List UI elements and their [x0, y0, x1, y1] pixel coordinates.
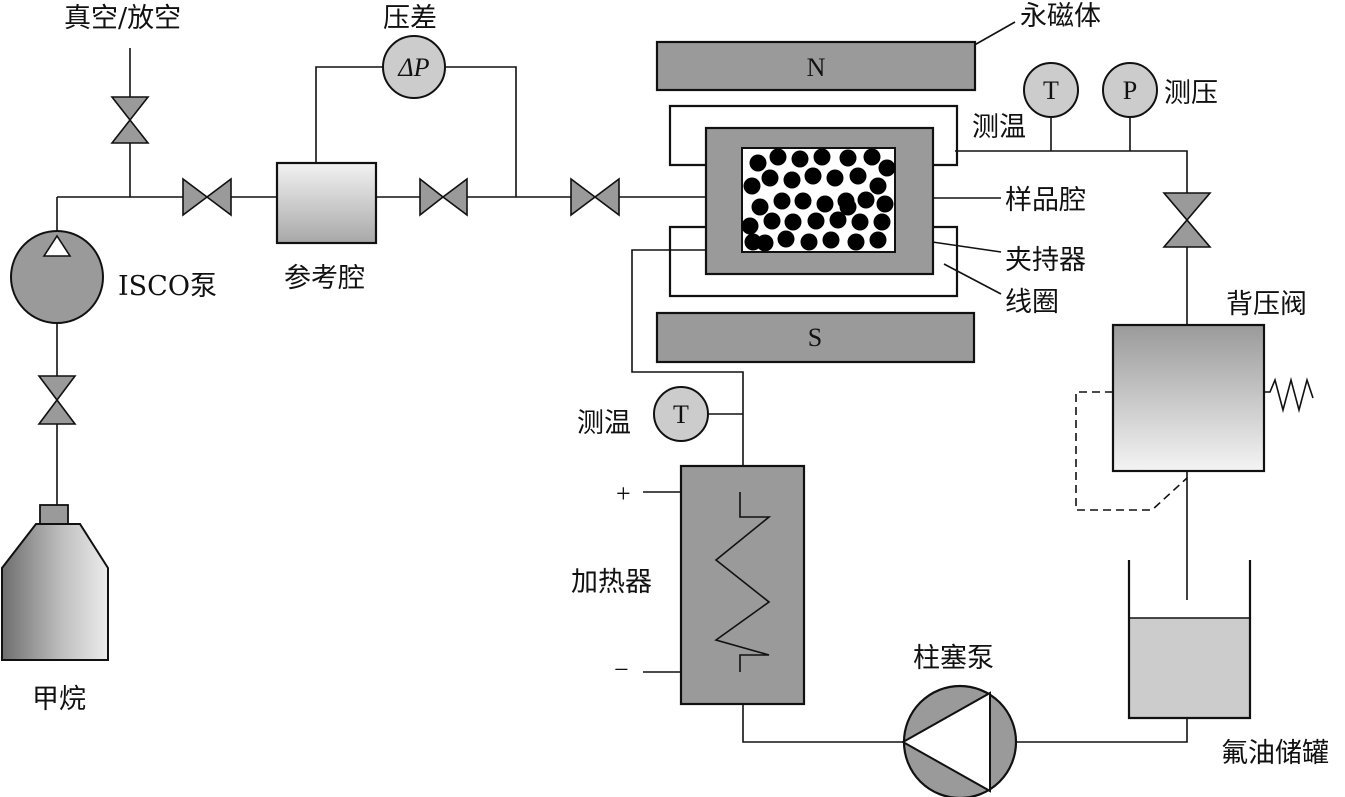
sample-particle — [794, 192, 812, 210]
sample-particle — [851, 213, 869, 231]
back-pressure-valve — [1111, 323, 1314, 473]
pressure-gauge-letter: P — [1123, 76, 1137, 105]
label-oil-tank: 氟油储罐 — [1221, 738, 1329, 769]
label-pressure-measure: 测压 — [1164, 78, 1218, 109]
label-heater: 加热器 — [571, 567, 652, 598]
plunger-pump — [900, 684, 1018, 797]
sample-particle — [761, 169, 779, 187]
sample-particle — [847, 233, 865, 251]
valve-ref-outlet — [419, 177, 468, 217]
sample-particle — [784, 213, 802, 231]
sample-particle — [869, 177, 887, 195]
label-plunger-pump: 柱塞泵 — [913, 643, 994, 674]
delta-p-symbol: ΔP — [397, 53, 429, 82]
label-temp-top: 测温 — [972, 112, 1026, 143]
label-vacuum-vent: 真空/放空 — [64, 3, 181, 34]
reference-chamber — [275, 161, 378, 245]
sample-particles — [741, 148, 896, 252]
differential-pressure-gauge: ΔP — [382, 35, 446, 99]
sample-particle — [829, 211, 847, 229]
label-isco-pump: ISCO泵 — [118, 271, 217, 302]
sample-particle — [876, 195, 894, 213]
sample-particle — [863, 148, 881, 166]
methane-cylinder — [0, 504, 109, 661]
label-methane: 甲烷 — [32, 684, 86, 715]
magnet-north: N — [655, 40, 977, 92]
magnet-south: S — [655, 311, 976, 364]
sample-particle — [857, 191, 875, 209]
sample-particle — [743, 177, 761, 195]
temperature-gauge-top-letter: T — [1043, 76, 1059, 105]
sample-particle — [751, 198, 769, 216]
sample-particle — [749, 154, 767, 172]
sample-particle — [849, 167, 867, 185]
sample-particle — [763, 212, 781, 230]
sample-particle — [816, 195, 834, 213]
sample-particle — [807, 212, 825, 230]
label-reference-chamber: 参考腔 — [284, 263, 365, 294]
sample-particle — [777, 230, 795, 248]
sample-particle — [878, 159, 896, 177]
label-coil: 线圈 — [1005, 287, 1059, 318]
sample-particle — [783, 171, 801, 189]
sample-particle — [839, 198, 857, 216]
label-plus: + — [616, 479, 631, 508]
sample-particle — [741, 217, 759, 235]
label-back-pressure-valve: 背压阀 — [1226, 289, 1307, 320]
isco-pump — [10, 230, 104, 324]
label-minus: − — [614, 655, 629, 684]
south-pole-label: S — [808, 323, 822, 352]
heater-body — [679, 464, 806, 706]
sample-particle — [773, 192, 791, 210]
heater-coil — [714, 492, 772, 672]
sample-particle — [869, 231, 887, 249]
temperature-gauge-left: T — [653, 386, 709, 442]
label-holder: 夹持器 — [1005, 245, 1086, 276]
sample-particle — [800, 233, 818, 251]
sample-particle — [839, 149, 857, 167]
temperature-gauge-top: T — [1023, 62, 1079, 118]
sample-particle — [826, 169, 844, 187]
pressure-gauge: P — [1102, 62, 1158, 118]
sample-particle — [873, 213, 891, 231]
label-temp-left: 测温 — [577, 408, 631, 439]
sample-particle — [744, 233, 762, 251]
valve-methane — [37, 375, 77, 425]
label-sample-chamber: 样品腔 — [1005, 185, 1086, 216]
label-permanent-magnet: 永磁体 — [1020, 1, 1101, 32]
temperature-gauge-left-letter: T — [673, 400, 689, 429]
sample-particle — [804, 167, 822, 185]
fluorinated-oil-tank — [1127, 560, 1252, 720]
label-diff-pressure: 压差 — [383, 3, 437, 34]
sample-particle — [769, 148, 787, 166]
sample-particle — [791, 150, 809, 168]
sample-particle — [813, 148, 831, 166]
coil-frame — [668, 104, 959, 298]
north-pole-label: N — [807, 53, 826, 82]
valve-isco-outlet — [182, 177, 232, 217]
valve-sample-inlet — [570, 177, 620, 217]
valve-outlet — [1162, 192, 1212, 248]
vacuum-valve — [110, 96, 150, 144]
sample-particle — [822, 231, 840, 249]
